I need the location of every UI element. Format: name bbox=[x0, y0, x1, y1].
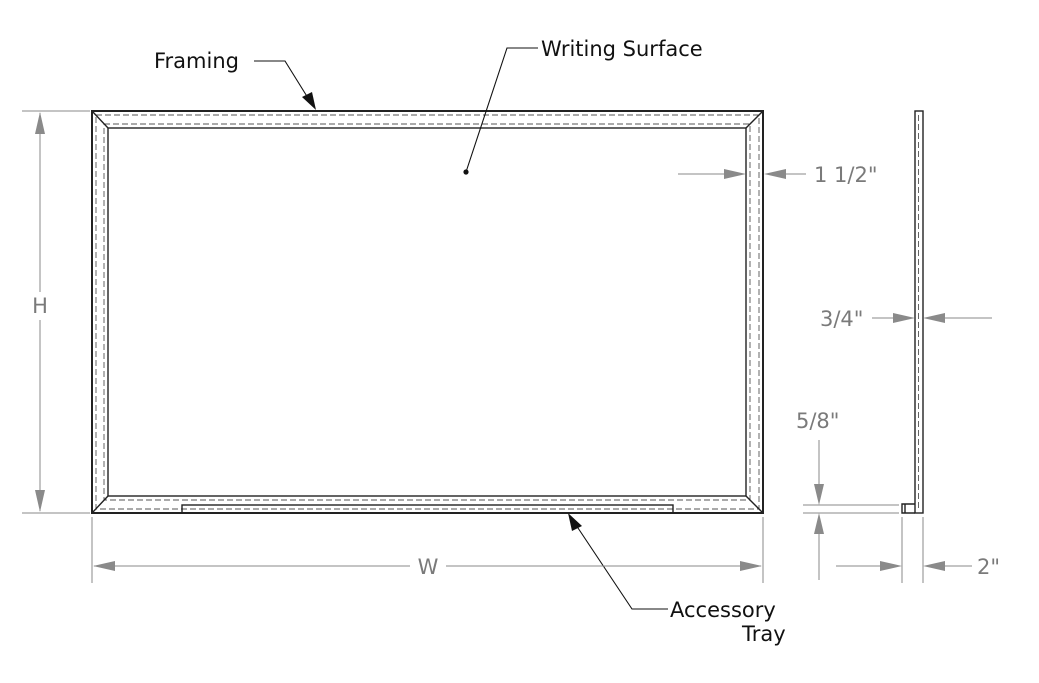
width-arrow-right bbox=[740, 561, 762, 571]
width-dimension-label: W bbox=[418, 555, 439, 579]
height-arrow-top bbox=[35, 112, 45, 134]
frame-width-dimension: 1 1/2" bbox=[678, 163, 878, 187]
framing-arrowhead bbox=[302, 92, 316, 110]
accessory-tray bbox=[181, 504, 674, 514]
writing-surface-leader bbox=[465, 47, 538, 173]
tray-height-arrow-upper bbox=[814, 484, 824, 505]
writing-surface-label: Writing Surface bbox=[541, 37, 703, 61]
side-tray-profile bbox=[901, 503, 915, 514]
tray-depth-arrow-right bbox=[923, 561, 945, 571]
writing-surface-callout: Writing Surface bbox=[463, 37, 703, 175]
framing-callout: Framing bbox=[154, 49, 316, 110]
side-view bbox=[901, 110, 924, 514]
frame-outer-edge bbox=[91, 110, 764, 514]
frame-miter-bottom-left bbox=[91, 495, 109, 514]
tray-depth-label: 2" bbox=[977, 555, 1000, 579]
frame-miter-bottom-right bbox=[745, 495, 764, 514]
front-view bbox=[91, 110, 764, 514]
frame-width-arrow-left bbox=[724, 169, 746, 179]
side-board-profile bbox=[914, 110, 924, 514]
thickness-arrow-left bbox=[893, 313, 915, 323]
accessory-tray-leader bbox=[575, 524, 668, 610]
accessory-tray-callout: Accessory Tray bbox=[568, 513, 786, 646]
height-dimension-label: H bbox=[32, 294, 48, 318]
accessory-tray-label-line1: Accessory bbox=[670, 598, 776, 622]
writing-surface-dot bbox=[463, 169, 469, 175]
frame-width-arrow-right bbox=[764, 169, 786, 179]
thickness-arrow-right bbox=[923, 313, 945, 323]
height-arrow-bottom bbox=[35, 490, 45, 512]
writing-surface-border bbox=[107, 127, 747, 497]
width-dimension: W bbox=[91, 517, 764, 583]
tray-height-dimension: 5/8" bbox=[796, 409, 899, 580]
frame-hidden-edge-inner bbox=[103, 123, 751, 501]
frame-hidden-edge-outer bbox=[95, 114, 760, 510]
width-arrow-left bbox=[93, 561, 115, 571]
tray-height-label: 5/8" bbox=[796, 409, 839, 433]
frame-miter-top-right bbox=[745, 110, 764, 129]
tray-height-arrow-lower bbox=[814, 513, 824, 534]
framing-label: Framing bbox=[154, 49, 239, 73]
thickness-label: 3/4" bbox=[820, 307, 863, 331]
frame-miter-top-left bbox=[91, 110, 109, 129]
tray-depth-dimension: 2" bbox=[836, 517, 1000, 583]
accessory-tray-label-line2: Tray bbox=[741, 622, 786, 646]
framing-leader bbox=[254, 60, 309, 99]
tray-depth-arrow-left bbox=[880, 561, 902, 571]
accessory-tray-arrowhead bbox=[568, 513, 582, 531]
thickness-dimension: 3/4" bbox=[820, 307, 992, 331]
height-dimension: H bbox=[22, 110, 90, 514]
frame-width-label: 1 1/2" bbox=[814, 163, 878, 187]
